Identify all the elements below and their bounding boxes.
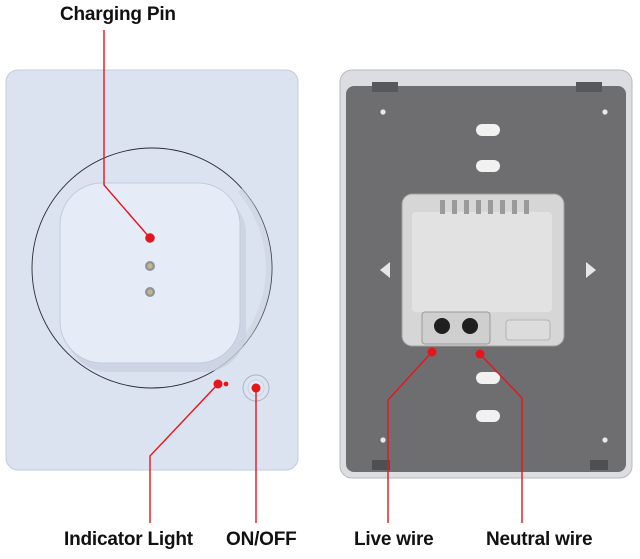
callout-lines [103,30,523,523]
callout-live-wire [387,351,433,523]
charging-ring [31,147,273,389]
indicator-light [223,381,229,387]
label-live-wire: Live wire [354,529,434,550]
label-charging-pin: Charging Pin [60,4,176,25]
callout-charging-pin [103,30,151,239]
callout-indicator-light [149,383,219,523]
label-neutral-wire: Neutral wire [486,529,593,550]
callout-dots [145,233,485,393]
terminal-block [421,311,491,345]
charging-pad [59,182,241,364]
callout-neutral-wire [479,353,523,523]
label-indicator-light: Indicator Light [64,529,193,550]
front-plate [5,69,299,471]
back-plate [339,69,633,479]
label-on-off: ON/OFF [226,529,297,550]
